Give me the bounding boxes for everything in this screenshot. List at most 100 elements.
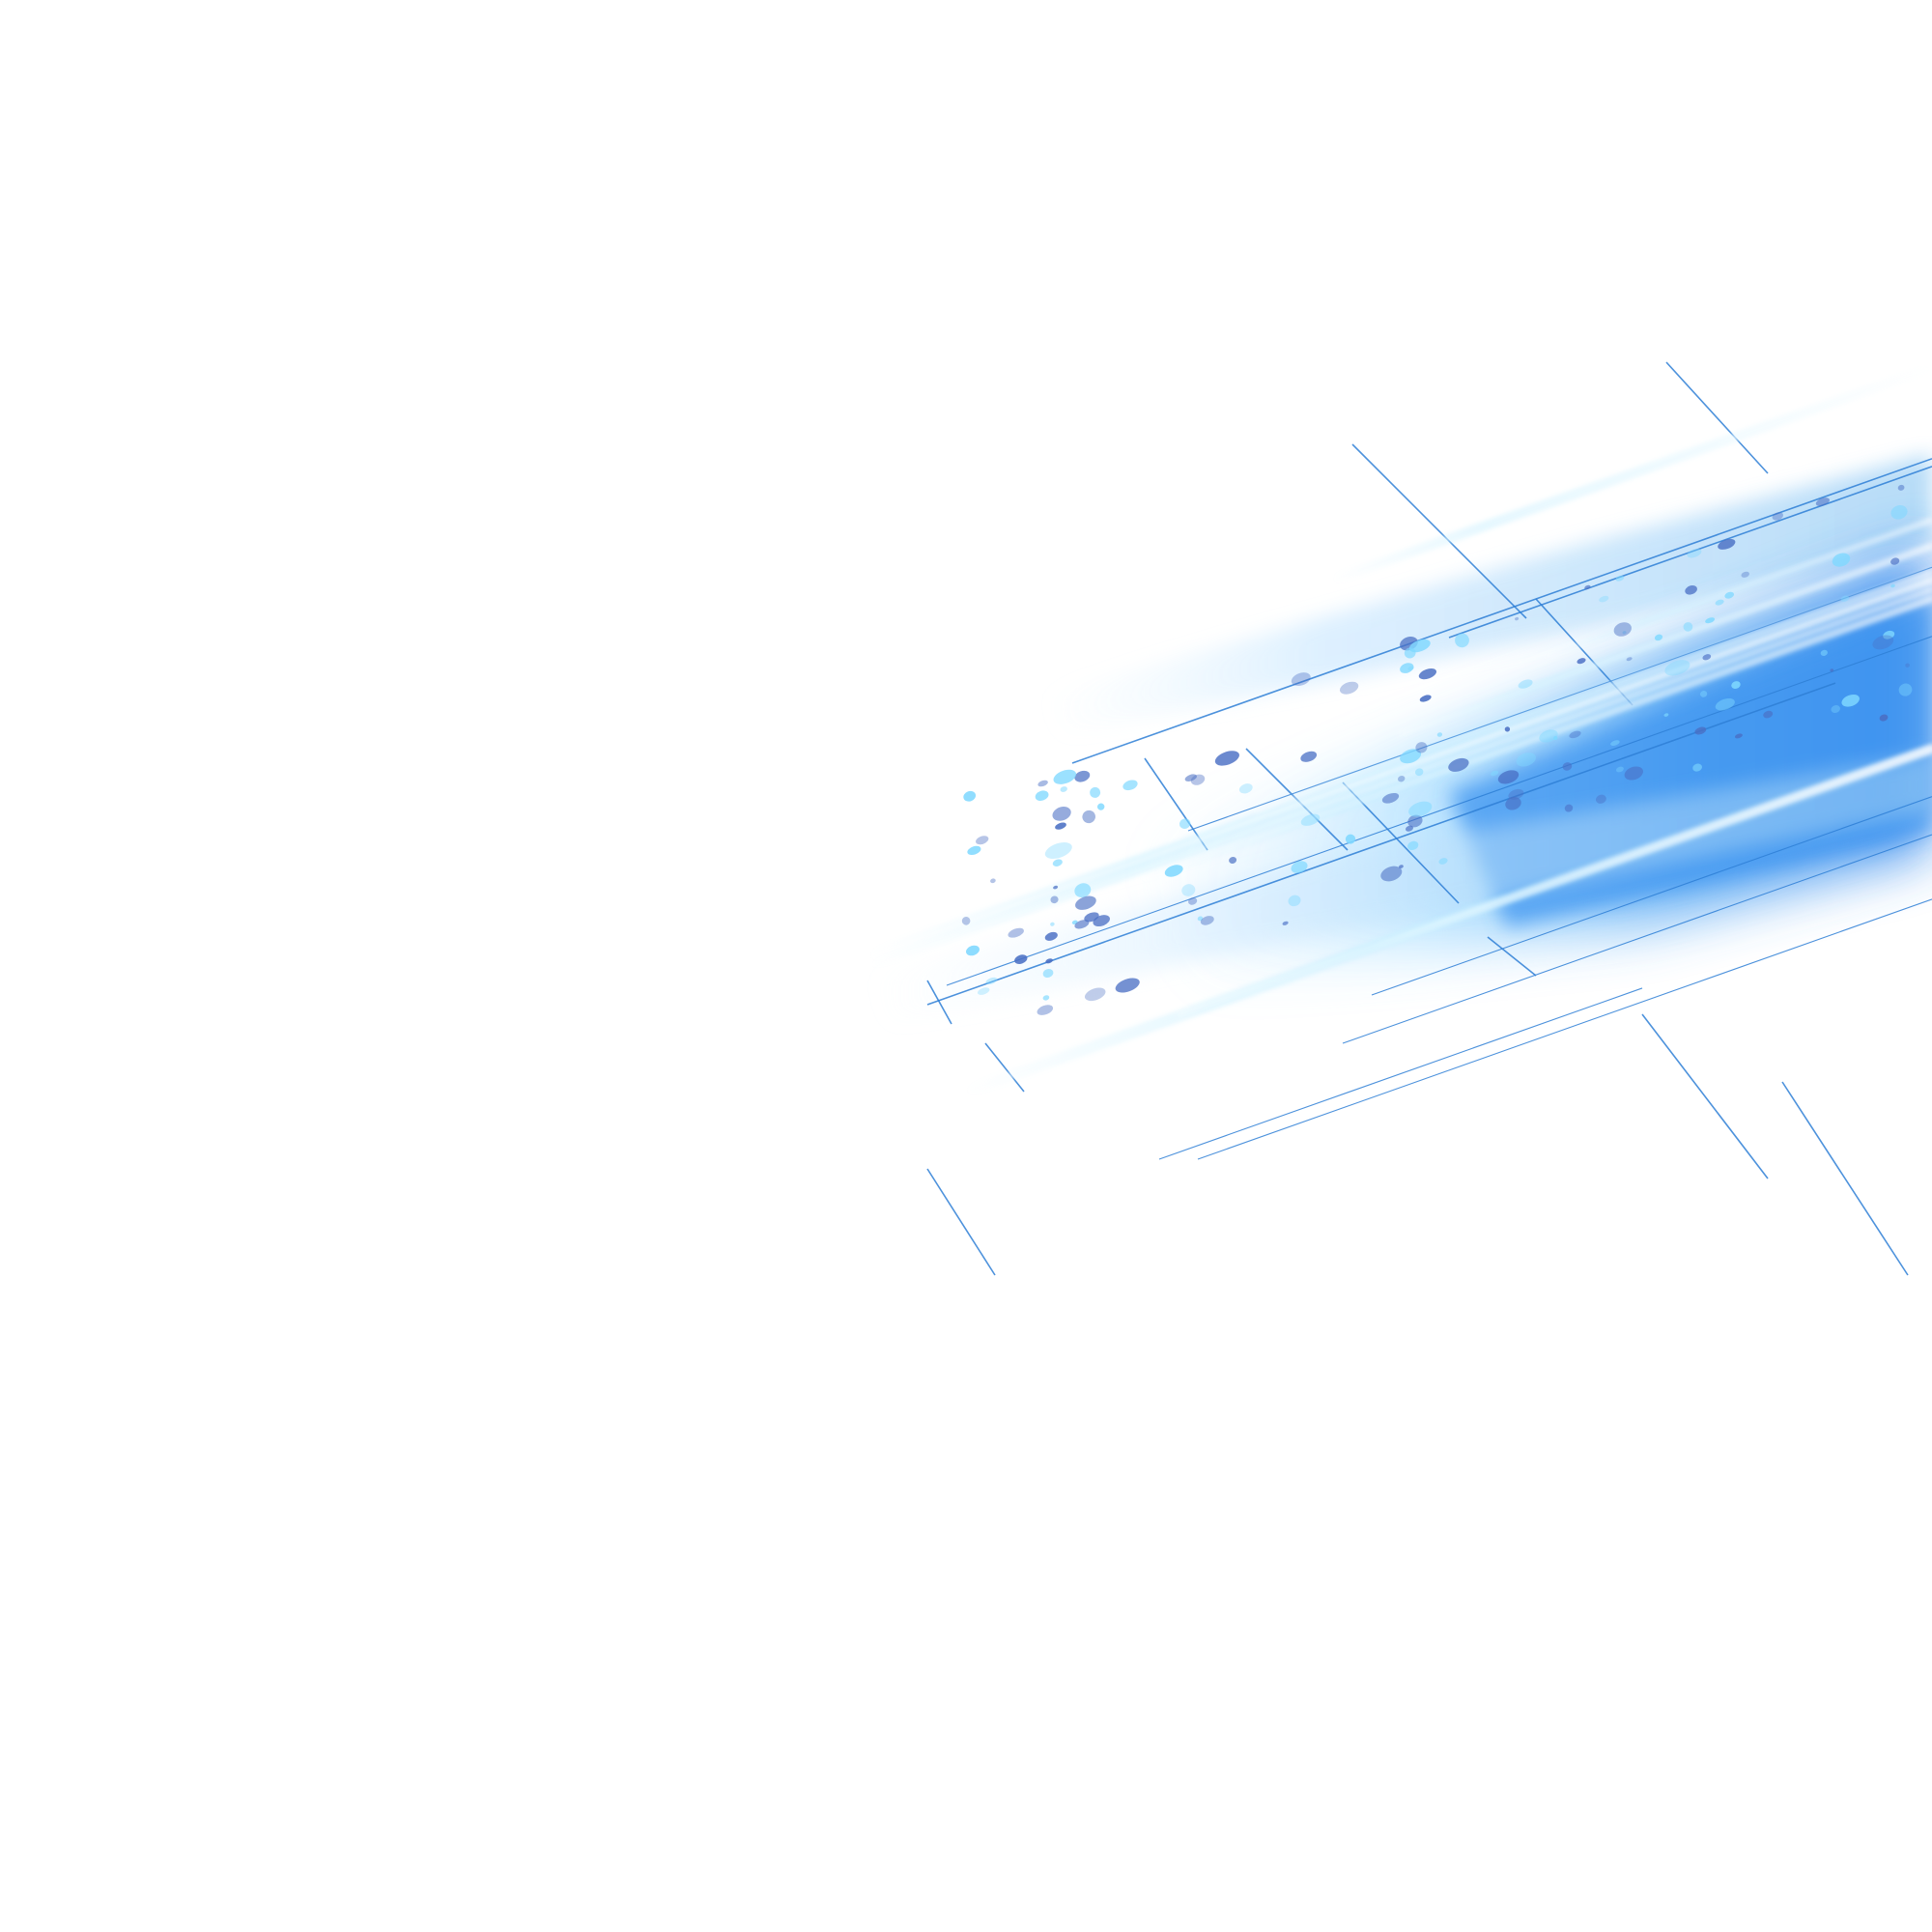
splatter-dot	[1055, 822, 1066, 830]
grid-line-cross	[1351, 443, 1527, 619]
splatter-dot	[1090, 786, 1101, 798]
grid-line-cross	[1665, 361, 1769, 474]
splatter-dot	[1398, 865, 1404, 868]
splatter-dot	[1694, 726, 1707, 735]
splatter-dot	[1436, 732, 1443, 737]
splatter-dot	[1339, 681, 1359, 695]
splatter-dot	[1490, 770, 1499, 777]
splatter-dot	[1724, 591, 1735, 599]
splatter-dot	[1615, 766, 1624, 773]
grid-lines	[926, 361, 1932, 1276]
splatter-dot	[1702, 654, 1712, 661]
splatter-dot	[1872, 635, 1894, 650]
splatter-dot	[1497, 770, 1520, 784]
splatter-dot	[1718, 538, 1736, 550]
splatter-dot	[1414, 768, 1424, 777]
splatter-dot	[1624, 766, 1643, 781]
splatter-dot	[1508, 788, 1524, 800]
grid-line-cross	[1641, 1013, 1769, 1179]
splatter-dot	[1291, 672, 1311, 687]
grid-line-cross	[984, 1042, 1025, 1093]
splatter-dot	[1515, 616, 1520, 621]
grid-line-cross	[1781, 1081, 1909, 1276]
splatter-dot	[1830, 668, 1834, 672]
splatter-dot	[1060, 786, 1067, 792]
grid-line-long	[1342, 834, 1932, 1044]
grid-line-long	[926, 682, 1836, 1006]
grid-line-cross	[926, 980, 952, 1025]
splatter-dot	[1577, 658, 1586, 665]
splatter-dot	[1832, 553, 1851, 567]
splatter-dot	[1097, 803, 1105, 810]
splatter-dot	[1300, 751, 1318, 762]
splatter-dot	[1052, 807, 1071, 821]
splatter-dot	[1397, 776, 1406, 782]
splatter-dot	[1841, 694, 1860, 707]
grid-line-long	[1197, 898, 1932, 1160]
splatter-dot	[1197, 916, 1204, 922]
splatter-dot	[1831, 704, 1840, 714]
splatter-dot	[1731, 681, 1741, 690]
splatter-dot	[1084, 987, 1106, 1002]
splatter-dot	[1042, 968, 1054, 979]
splatter-dot	[1200, 916, 1214, 925]
splatter-dot	[1705, 617, 1716, 624]
splatter-dot	[1741, 571, 1749, 578]
grid-line-long	[1187, 566, 1932, 832]
splatter-dot	[1518, 679, 1533, 689]
splatter-dot	[1699, 691, 1708, 697]
light-streaks	[864, 363, 1932, 1096]
light-streak	[1331, 366, 1932, 582]
splatter-dot	[1734, 733, 1743, 739]
splatter-dot	[1115, 978, 1140, 993]
splatter-dot	[1820, 649, 1828, 656]
grid-line-cross	[926, 1168, 996, 1276]
splatter-dot	[1035, 790, 1049, 801]
splatter-dot	[1539, 729, 1558, 743]
splatter-dot	[1685, 585, 1697, 595]
splatter-dot	[1345, 834, 1356, 844]
splatter-dot	[1615, 575, 1625, 582]
splatter-dot	[1406, 825, 1413, 832]
splatter-dot	[1692, 763, 1702, 772]
light-streak	[1545, 519, 1932, 658]
splatter-dot	[1238, 783, 1253, 794]
splatter-dot	[1562, 762, 1573, 771]
splatter-dot	[1408, 639, 1431, 653]
grid-line-long	[1371, 796, 1932, 996]
splatter-dot	[1050, 922, 1055, 926]
splatter-dot	[1552, 735, 1558, 741]
light-streak	[1138, 597, 1932, 881]
splatter-dot	[1044, 841, 1072, 860]
splatter-dot	[1082, 810, 1095, 824]
splatter-dot	[1093, 915, 1110, 927]
splatter-dot	[1045, 958, 1053, 964]
splatter-dot	[967, 845, 981, 856]
splatter-dot	[1890, 505, 1908, 520]
splatter-dot	[985, 977, 998, 984]
splatter-dot	[1613, 622, 1632, 637]
splatter-dot	[1407, 666, 1414, 671]
splatter-dot	[1050, 895, 1059, 904]
splatter-dot	[1610, 740, 1620, 746]
splatter-dot	[1014, 954, 1028, 964]
splatter-dot	[1815, 497, 1830, 506]
splatter-dot	[1190, 774, 1206, 785]
light-streak	[1178, 746, 1932, 1015]
splatter-dot	[1683, 622, 1693, 632]
splatter-dot	[1053, 885, 1059, 890]
grid-line-cross	[1144, 757, 1208, 851]
splatter-dot	[1890, 557, 1900, 565]
splatter-dot	[990, 878, 996, 884]
splatter-dot	[1074, 883, 1092, 898]
grid-line-long	[1448, 466, 1932, 639]
splatter-dot	[1407, 840, 1419, 850]
splatter-dot	[1053, 769, 1077, 784]
splatter-dot	[1188, 897, 1198, 905]
grid-line-long	[1158, 987, 1643, 1160]
splatter-dot	[1687, 548, 1702, 558]
splatter-dot	[1654, 634, 1663, 641]
splatter-dot	[1164, 865, 1183, 877]
splatter-dot	[1179, 818, 1191, 829]
splatter-dot	[1898, 683, 1913, 696]
